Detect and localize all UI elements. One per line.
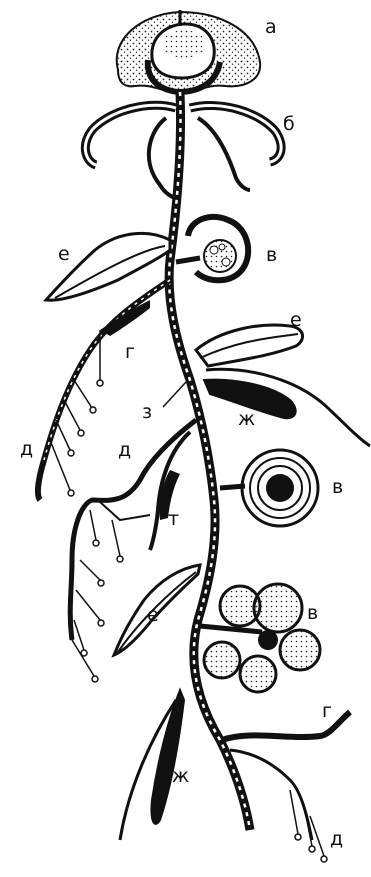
label-d3: д xyxy=(330,830,343,849)
round-body-cluster-v3 xyxy=(200,584,320,692)
label-e1: е xyxy=(58,245,70,264)
label-e3: е xyxy=(147,606,159,625)
label-v3: в xyxy=(307,604,318,623)
label-a: а xyxy=(265,18,277,37)
label-d2: д xyxy=(118,441,131,460)
label-z: з xyxy=(142,403,152,422)
label-t: т xyxy=(168,510,179,529)
label-zh2: ж xyxy=(172,767,189,786)
round-body-v1 xyxy=(176,217,248,280)
label-e2: е xyxy=(290,311,302,330)
label-v2: в xyxy=(332,478,343,497)
label-zh1: ж xyxy=(238,410,255,429)
leader-z xyxy=(163,382,186,407)
label-b: б xyxy=(283,115,295,134)
label-v1: в xyxy=(266,246,277,265)
label-g1: г xyxy=(125,343,135,362)
structure-a xyxy=(117,10,260,92)
label-g2: г xyxy=(322,702,332,721)
label-d1: д xyxy=(20,440,33,459)
round-body-v2 xyxy=(220,450,318,526)
